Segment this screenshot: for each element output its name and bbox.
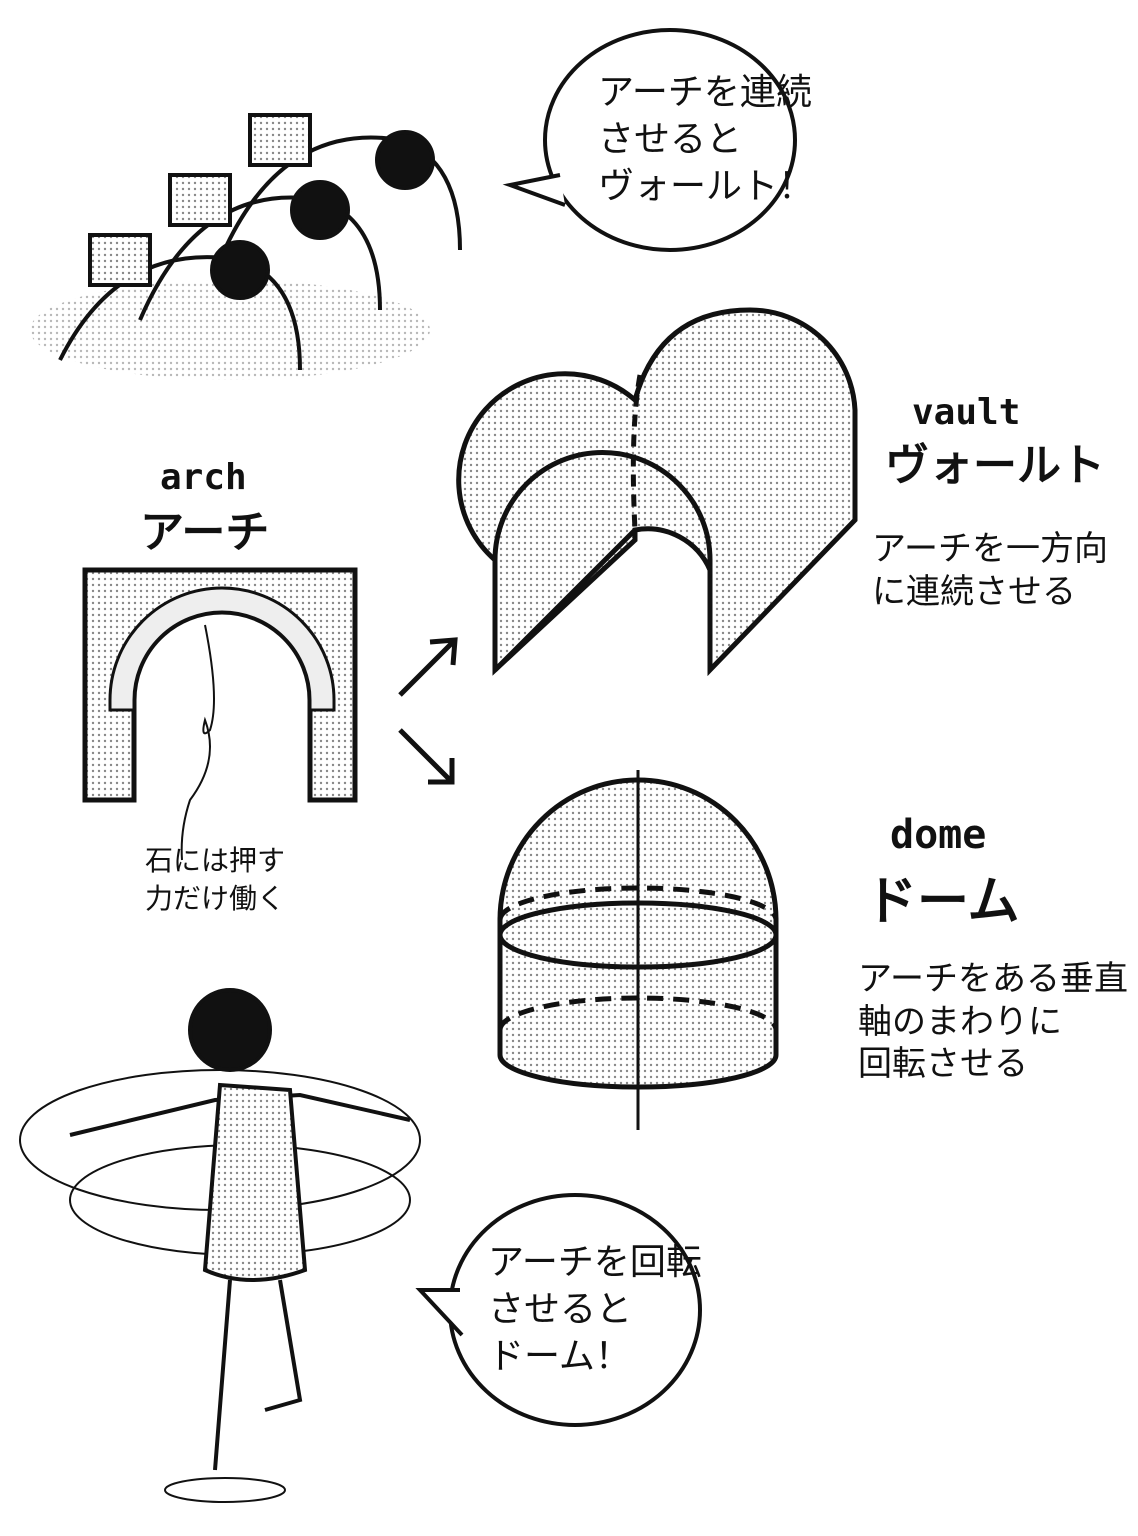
vault-title-en: vault: [912, 392, 1021, 433]
spinning-woman-illustration: [19, 988, 421, 1503]
arrows: [398, 637, 458, 785]
dome-title-en: dome: [890, 812, 987, 858]
speech-bubble-vault: [502, 28, 797, 252]
vault-illustration: [456, 307, 858, 677]
speech-bubble-dome: [415, 1193, 702, 1427]
bubble-vault-text: アーチを連続させるとヴォールト！: [598, 72, 815, 207]
vault-description: アーチを一方向に連続させる: [872, 529, 1108, 612]
arch-illustration: [82, 567, 358, 861]
bubble-dome-text: アーチを回転させるとドーム！: [488, 1242, 702, 1377]
arch-title-ja: アーチ: [140, 507, 270, 558]
arch-note: 石には押す力だけ働く: [145, 844, 286, 915]
bending-people-illustration: [30, 113, 462, 380]
dome-illustration: [497, 770, 779, 1130]
vault-title-ja: ヴォールト: [885, 440, 1105, 491]
arch-title-en: arch: [160, 457, 247, 498]
dome-title-ja: ドーム: [865, 872, 1020, 932]
dome-description: アーチをある垂直軸のまわりに回転させる: [858, 959, 1128, 1084]
